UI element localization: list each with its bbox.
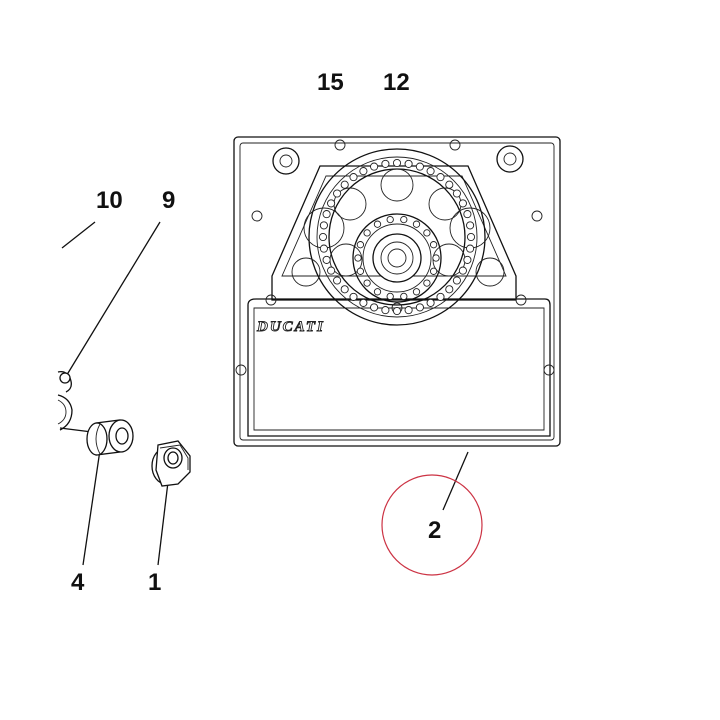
gear-tooth [322,210,331,219]
gear-tooth [319,221,328,230]
gear-tooth [404,306,413,315]
highlight-circle[interactable] [381,474,483,576]
callout-15[interactable]: 15 [317,69,344,96]
gear-tooth [359,298,368,307]
spacer-bushing[interactable] [86,419,134,456]
gear-tooth [415,303,424,312]
gear-tooth [381,306,390,315]
gear-tooth [423,279,431,287]
gear-tooth [333,189,342,198]
gear-tooth [356,267,365,275]
gear-tooth [404,159,413,168]
gear-tooth [432,254,440,262]
gear-tooth [429,241,438,249]
gear-tooth [333,276,342,285]
gear-tooth [463,210,472,219]
gear-tooth [386,215,394,224]
gear-tooth [340,180,349,189]
callout-12[interactable]: 12 [383,69,410,96]
gear-tooth [327,199,336,208]
gear-tooth [354,254,362,262]
gear-tooth [429,267,438,275]
callout-1[interactable]: 1 [148,569,161,596]
gear-tooth [426,167,435,176]
gear-tooth [373,220,382,228]
gear-tooth [356,241,365,249]
gear-tooth [436,292,445,301]
gear-tooth [319,244,328,253]
gear-tooth [349,292,358,301]
gear-tooth [436,173,445,182]
engine-cover[interactable]: DUCATI [233,136,561,447]
leader-9 [64,221,161,379]
gear-tooth [452,189,461,198]
gear-tooth [412,220,421,228]
gear-tooth [370,303,379,312]
gear-tooth [359,167,368,176]
gear-tooth [373,288,382,296]
leader-1 [157,481,169,566]
sprocket-teeth [354,215,440,301]
gear-tooth [400,215,408,224]
gear-tooth [327,266,336,275]
gear-tooth [363,279,371,287]
gear-tooth [458,199,467,208]
gear-tooth [466,232,476,242]
housing-fragment [57,370,93,433]
gear-tooth [392,158,402,168]
callout-9[interactable]: 9 [162,187,175,214]
gear-tooth [412,288,421,296]
callout-2[interactable]: 2 [428,517,441,544]
gear-tooth [349,173,358,182]
gear-tooth [400,292,408,301]
flange-nut[interactable] [151,440,191,487]
gear-tooth [381,159,390,168]
gear-tooth [463,255,472,264]
pulley-teeth [318,158,476,316]
ducati-logo: DUCATI [256,319,325,335]
gear-tooth [318,232,328,242]
leader-4 [82,449,101,566]
gear-tooth [458,266,467,275]
gear-tooth [363,229,371,237]
callout-4[interactable]: 4 [71,569,85,596]
callout-10[interactable]: 10 [96,187,123,214]
gear-tooth [445,285,454,294]
gear-tooth [322,255,331,264]
gear-tooth [340,285,349,294]
gear-tooth [466,244,475,253]
leader-10 [61,221,96,249]
gear-tooth [426,298,435,307]
gear-tooth [386,292,394,301]
gear-tooth [415,162,424,171]
gear-tooth [423,229,431,237]
gear-tooth [466,221,475,230]
gear-tooth [392,306,402,316]
gear-tooth [370,162,379,171]
gear-tooth [445,180,454,189]
gear-tooth [452,276,461,285]
